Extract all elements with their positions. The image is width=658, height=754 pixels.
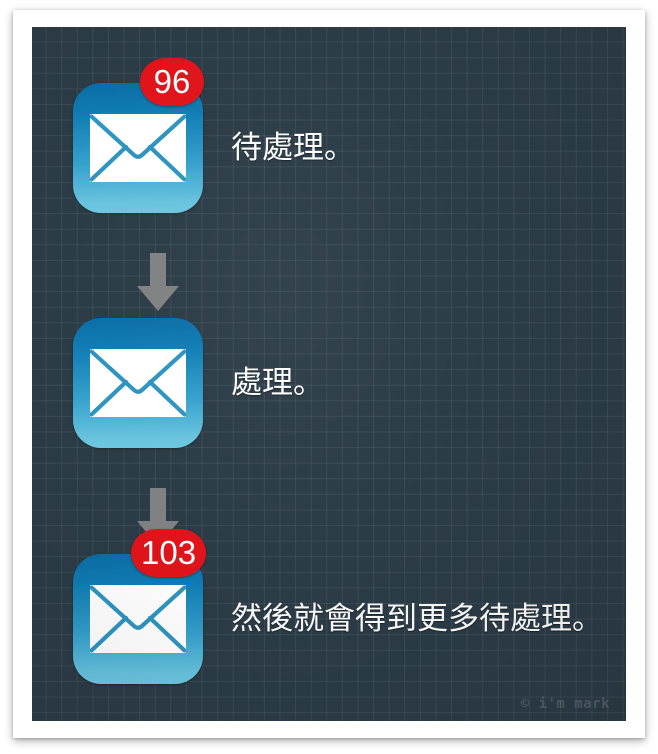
envelope-icon (90, 349, 186, 417)
step-caption-1: 待處理。 (231, 129, 355, 165)
flow-step-3: 103 然後就會得到更多待處理。 (73, 529, 603, 684)
envelope-icon (90, 114, 186, 182)
down-arrow-icon (137, 253, 179, 311)
mail-icon-wrapper-2[interactable] (73, 318, 203, 448)
flow-step-2: 處理。 (73, 318, 324, 448)
envelope-icon (90, 585, 186, 653)
watermark: © i'm mark (520, 696, 610, 712)
blueprint-canvas: 96 待處理。 (32, 27, 626, 721)
mail-icon-wrapper-3[interactable]: 103 (73, 529, 207, 684)
step-caption-3: 然後就會得到更多待處理。 (231, 600, 603, 636)
mail-app-icon[interactable] (73, 318, 203, 448)
photo-frame: 96 待處理。 (13, 10, 645, 738)
step-caption-2: 處理。 (231, 364, 324, 400)
notification-badge-3: 103 (131, 529, 207, 577)
mail-icon-wrapper-1[interactable]: 96 (73, 58, 204, 213)
flow-step-1: 96 待處理。 (73, 58, 355, 213)
notification-badge-1: 96 (140, 58, 204, 106)
